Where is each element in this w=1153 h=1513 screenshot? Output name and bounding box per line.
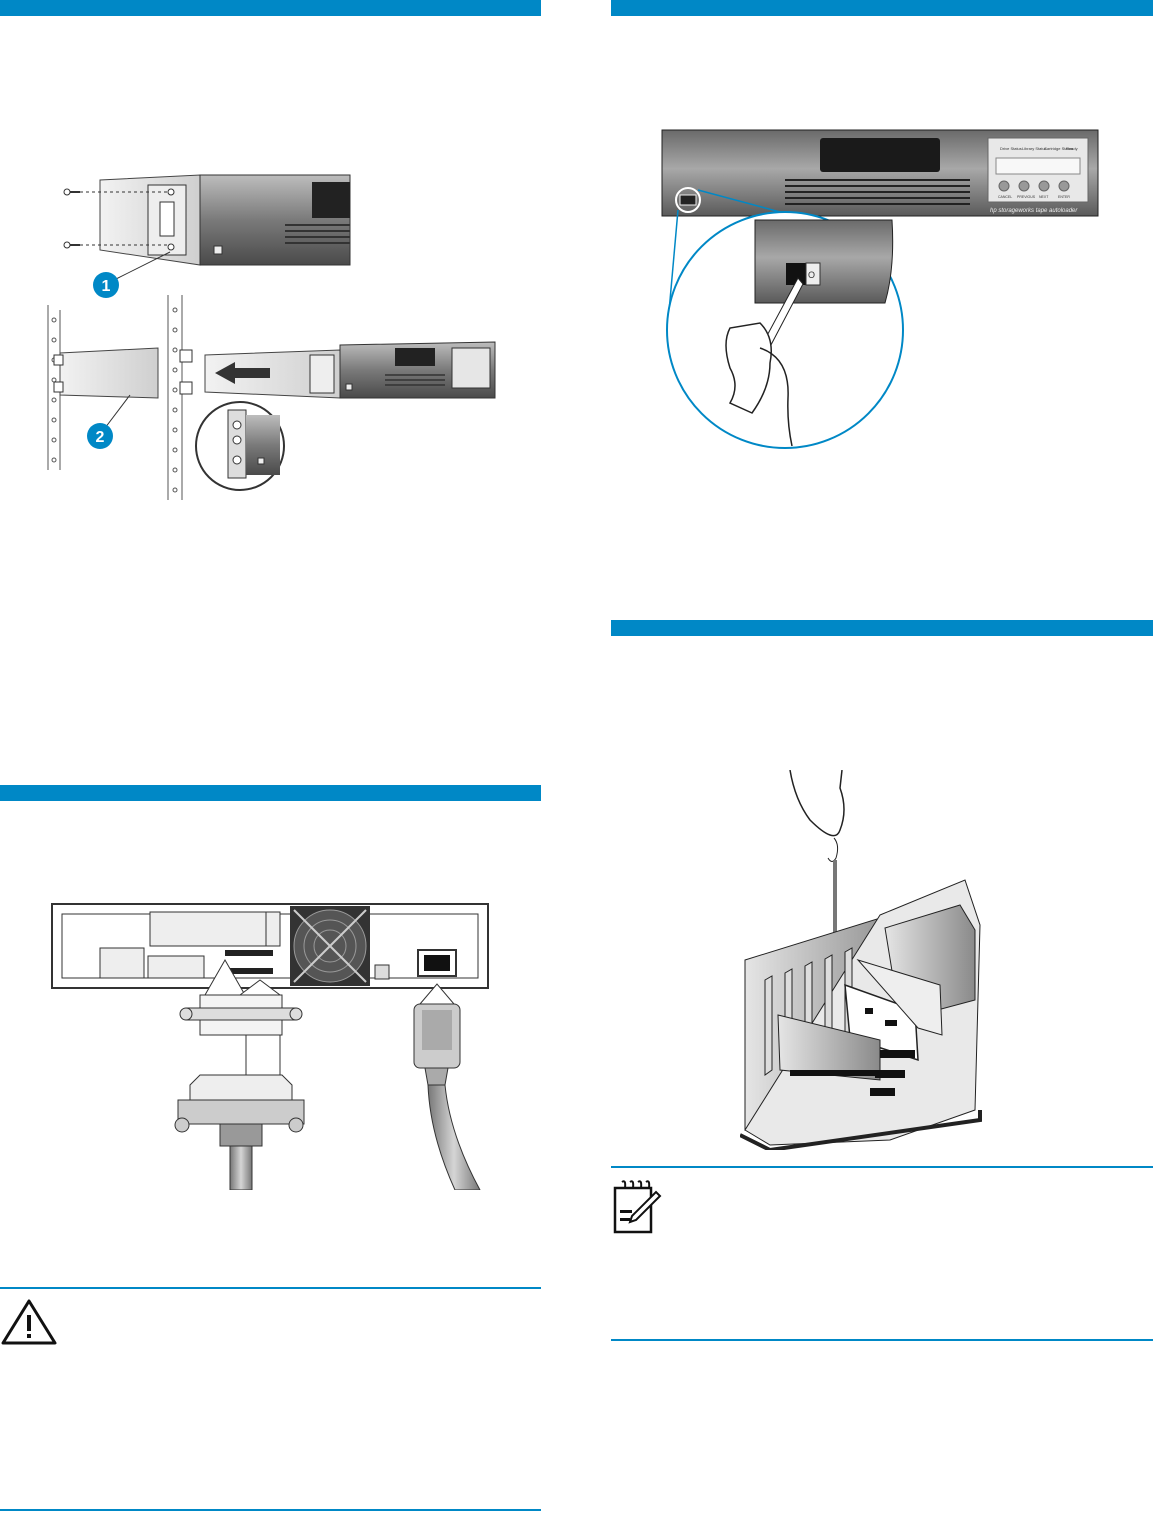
note-pencil-icon [613, 1180, 662, 1234]
hand-with-screwdriver-icon [789, 770, 845, 960]
svg-text:Cartridge Status: Cartridge Status [1044, 146, 1073, 151]
svg-text:1: 1 [102, 278, 111, 295]
callout-1: 1 [93, 272, 119, 298]
screws [63, 188, 168, 249]
svg-text:2: 2 [96, 429, 105, 446]
bracket-zoom-inset [195, 401, 285, 491]
section-header-bar [611, 620, 1153, 636]
rack-rail-bracket [53, 347, 159, 399]
rack-rails [47, 295, 183, 500]
section-header-bar [0, 785, 541, 801]
power-cord-plug [413, 983, 481, 1190]
rear-panel-cabling-figure [51, 903, 489, 1190]
power-inlet [374, 949, 457, 980]
autoloader-sliding-in [179, 341, 496, 399]
section-header-bar [611, 0, 1153, 16]
scsi-cable-connectors [174, 958, 305, 1190]
warning-top-rule [0, 1287, 541, 1289]
autoloader-side-view [99, 174, 351, 266]
svg-text:hp storageworks tape autoloade: hp storageworks tape autoloader [990, 208, 1078, 214]
note-bottom-rule [611, 1339, 1153, 1341]
motherboard-cards [777, 1014, 915, 1096]
note-top-rule [611, 1166, 1153, 1168]
rack-mount-figure: 1 2 [47, 174, 496, 500]
rear-panel [51, 903, 489, 989]
scsi-card-installation-figure [740, 770, 982, 1150]
svg-text:Drive Status: Drive Status [1000, 146, 1022, 151]
svg-text:NEXT: NEXT [1039, 195, 1049, 199]
svg-text:PREVIOUS: PREVIOUS [1017, 195, 1036, 199]
svg-text:Library Status: Library Status [1022, 146, 1047, 151]
svg-text:O: O [808, 270, 815, 280]
autoloader-front-panel: Drive Status Library Status Cartridge St… [661, 129, 1099, 217]
callout-2: 2 [87, 423, 113, 449]
warning-triangle-icon [1, 1299, 57, 1345]
svg-text:CANCEL: CANCEL [998, 195, 1012, 199]
section-header-bar [0, 0, 541, 16]
warning-bottom-rule [0, 1509, 541, 1511]
rack-holes [51, 307, 178, 493]
power-switch-zoom-inset: O [666, 211, 904, 449]
svg-text:ENTER: ENTER [1058, 195, 1070, 199]
power-switch-figure: Drive Status Library Status Cartridge St… [661, 129, 1099, 449]
fan-grill [290, 906, 370, 986]
svg-text:Ready: Ready [1066, 146, 1078, 151]
